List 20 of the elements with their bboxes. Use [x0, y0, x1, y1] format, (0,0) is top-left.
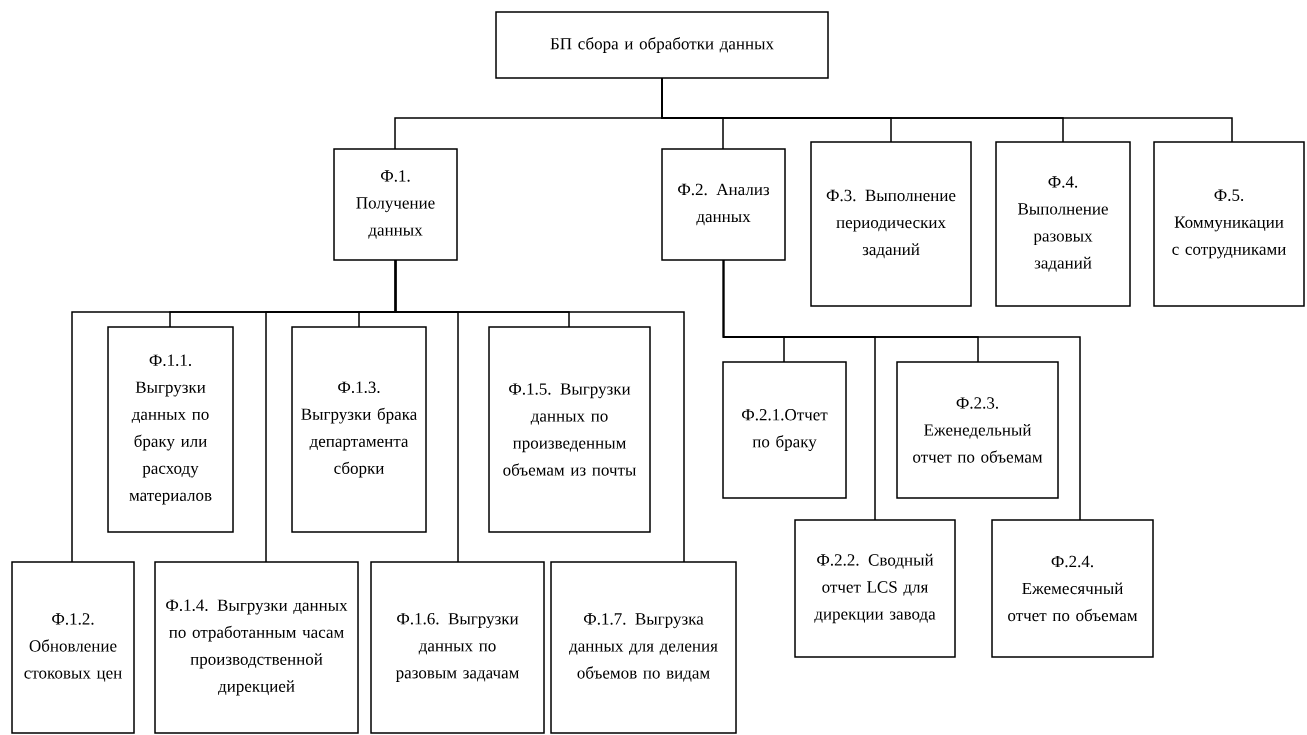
- process-box: Ф.1.7. Выгрузка данных для деления объемов по видам: [550, 561, 737, 734]
- process-box: Ф.2.1.Отчет по браку: [722, 361, 847, 499]
- process-box: Ф.2.4. Ежемесячный отчет по объемам: [991, 519, 1154, 658]
- process-box: БП сбора и обработки данных: [495, 11, 829, 79]
- connector: [722, 259, 1081, 521]
- process-box: Ф.3. Выполнение периодических заданий: [810, 141, 972, 307]
- process-box: Ф.1.3. Выгрузки брака департамента сборки: [291, 326, 427, 533]
- connector: [394, 259, 685, 563]
- connector: [661, 77, 1233, 143]
- process-box: Ф.4. Выполнение разовых заданий: [995, 141, 1131, 307]
- process-box: Ф.1. Получение данных: [333, 148, 458, 261]
- process-box: Ф.1.4. Выгрузки данных по отработанным часам производственной дирекцией: [154, 561, 359, 734]
- process-box: Ф.2.3. Еженедельный отчет по объемам: [896, 361, 1059, 499]
- process-box: Ф.1.1. Выгрузки данных по браку или расходу материалов: [107, 326, 234, 533]
- process-box: Ф.1.6. Выгрузки данных по разовым задачам: [370, 561, 545, 734]
- process-box: Ф.1.5. Выгрузки данных по произведенным объемам из почты: [488, 326, 651, 533]
- process-box: Ф.2. Анализ данных: [661, 148, 786, 261]
- process-box: Ф.2.2. Сводный отчет LCS для дирекции завода: [794, 519, 956, 658]
- process-box: Ф.5. Коммуникации с сотрудниками: [1153, 141, 1305, 307]
- process-box: Ф.1.2. Обновление стоковых цен: [11, 561, 135, 734]
